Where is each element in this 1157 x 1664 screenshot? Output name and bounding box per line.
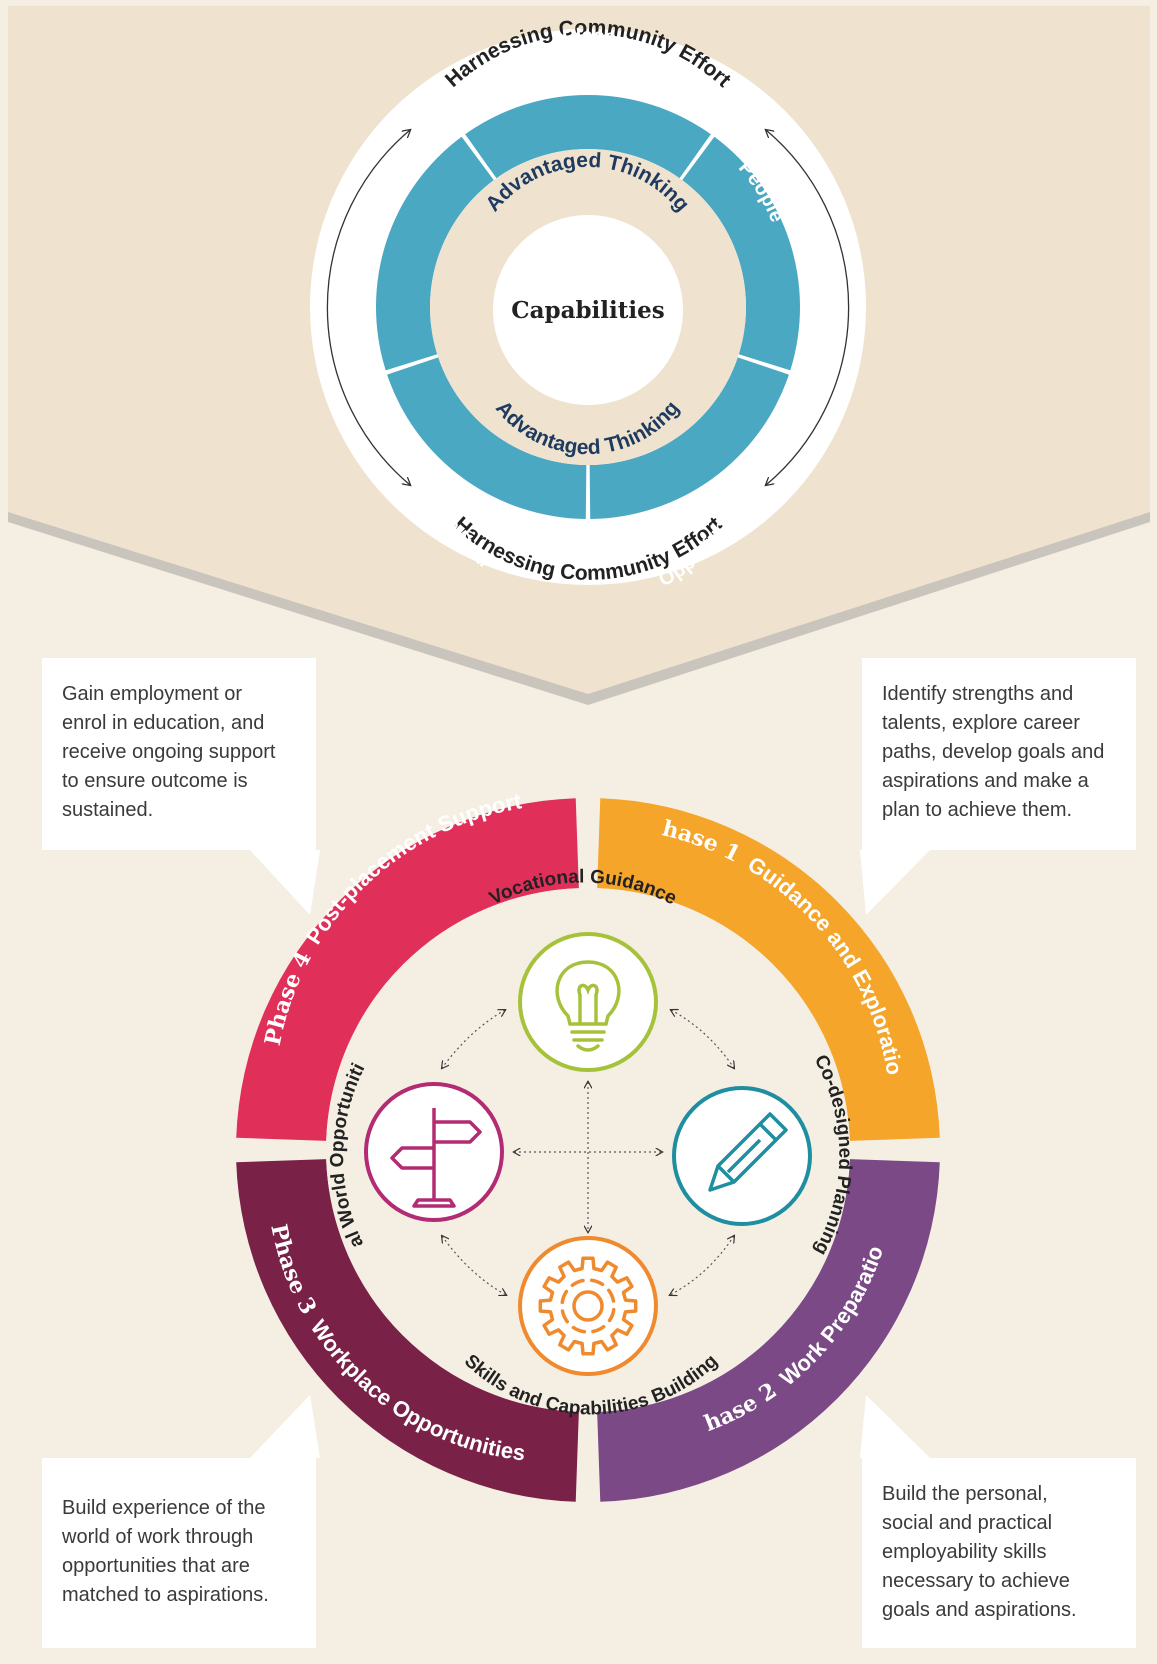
signpost-icon	[390, 1108, 482, 1208]
callout-bottom-right-line: Build the personal,	[882, 1483, 1048, 1505]
callout-bottom-left-line: world of work through	[62, 1526, 254, 1548]
phase-segment-1	[597, 798, 940, 1141]
gear-inner-dash	[591, 1325, 606, 1334]
callout-bottom-left-line: opportunities that are	[62, 1555, 250, 1577]
callout-bottom-left: Build experience of the world of work th…	[42, 1458, 316, 1648]
skills-building-circle	[518, 1236, 658, 1376]
callout-top-left-line: Gain employment or	[62, 683, 243, 705]
gear-outline	[538, 1256, 638, 1356]
callout-top-right: Identify strengths and talents, explore …	[862, 658, 1136, 850]
gear-inner-dash	[560, 1309, 569, 1324]
callout-pointer-top-right	[860, 850, 930, 915]
callout-top-right-line: aspirations and make a	[882, 770, 1089, 792]
callout-pointer-bottom-right	[860, 1395, 930, 1458]
gear-inner-dash	[571, 1325, 587, 1334]
gear-hub	[572, 1290, 604, 1322]
callout-pointer-bottom-left	[250, 1395, 320, 1458]
ring-segment-opportunities	[589, 357, 789, 519]
left-cycle-arrow	[326, 130, 410, 485]
callout-bottom-left-line: Build experience of the	[62, 1497, 266, 1519]
vocational-guidance-node	[518, 932, 658, 1072]
callout-bottom-right-line: social and practical	[882, 1512, 1053, 1534]
right-cycle-arrow	[766, 130, 850, 485]
ring-segment-the-deal	[387, 357, 587, 519]
callout-bottom-right: Build the personal, social and practical…	[862, 1458, 1136, 1648]
callout-top-right-line: paths, develop goals and	[882, 741, 1105, 763]
vocational-guidance-circle	[518, 932, 658, 1072]
phase-ring	[236, 798, 940, 1502]
callout-pointer-top-left	[250, 850, 320, 915]
capabilities-center-circle	[493, 215, 683, 405]
skills-building-node	[518, 1236, 658, 1376]
gear-inner-dash	[560, 1289, 569, 1305]
callout-top-right-line: Identify strengths and	[882, 683, 1074, 705]
callout-top-left: Gain employment or enrol in education, a…	[42, 658, 316, 850]
phase-segment-4	[236, 798, 579, 1141]
callout-top-right-line: plan to achieve them.	[882, 799, 1073, 821]
capabilities-center-label: Capabilities	[511, 297, 664, 324]
co-designed-planning-node	[672, 1086, 812, 1226]
connector-top-left	[442, 1010, 505, 1068]
callout-top-left-line: enrol in education, and	[62, 712, 265, 734]
callout-top-left-line: to ensure outcome is	[62, 770, 248, 792]
real-world-opportunities-node	[364, 1082, 504, 1222]
gear-inner-dash	[589, 1278, 605, 1287]
gear-inner-dash	[607, 1288, 616, 1303]
gear-inner-dash	[570, 1278, 585, 1287]
connector-arrows	[442, 1010, 734, 1295]
callout-top-right-line: talents, explore career	[882, 712, 1080, 734]
lightbulb-icon	[555, 960, 621, 1052]
segment-place: Place	[561, 25, 617, 49]
connector-bottom-left	[442, 1236, 506, 1295]
ring-segment-place	[465, 94, 711, 179]
callout-top-left-line: sustained.	[62, 799, 154, 821]
svg-text:Place: Place	[561, 25, 617, 49]
callout-bottom-right-line: goals and aspirations.	[882, 1599, 1077, 1621]
callout-bottom-right-line: necessary to achieve	[882, 1570, 1070, 1592]
phase-segment-3	[236, 1159, 579, 1502]
gear-icon	[538, 1256, 638, 1356]
callout-top-left-line: receive ongoing support	[62, 741, 276, 763]
gear-inner-dash	[607, 1307, 616, 1323]
callout-bottom-left-line: matched to aspirations.	[62, 1584, 269, 1606]
pencil-icon	[708, 1112, 788, 1192]
callout-bottom-right-line: employability skills	[882, 1541, 1047, 1563]
phase-segment-2	[597, 1159, 940, 1502]
